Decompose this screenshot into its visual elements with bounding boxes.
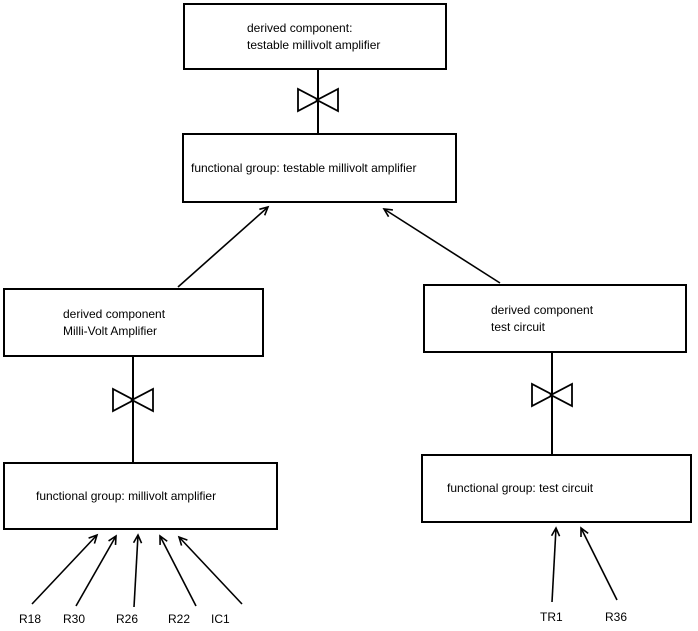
- arrow-r36: [580, 526, 618, 601]
- component-label-r36: R36: [605, 610, 628, 624]
- box-derived-millivolt-amplifier: derived component Milli-Volt Amplifier: [3, 288, 264, 357]
- box-text-line: functional group: millivolt amplifier: [36, 488, 217, 503]
- component-label-ic1: IC1: [211, 612, 230, 626]
- component-label-tr1: TR1: [540, 610, 563, 624]
- component-label-r22: R22: [168, 612, 191, 626]
- arrow-rightmid-to-fgtop: [382, 208, 501, 284]
- box-functional-group-testable-millivolt-amplifier: functional group: testable millivolt amp…: [182, 133, 457, 203]
- component-label-r18: R18: [19, 612, 42, 626]
- arrow-r18: [31, 533, 99, 605]
- box-functional-group-test-circuit: functional group: test circuit: [421, 454, 692, 523]
- arrow-r30: [75, 534, 117, 607]
- box-text-line: functional group: testable millivolt amp…: [191, 160, 417, 175]
- box-text-line: test circuit: [491, 319, 546, 334]
- box-text-line: derived component: [491, 302, 594, 317]
- box-text-line: derived component:: [247, 20, 353, 35]
- bowtie-icon-top: [297, 87, 339, 113]
- arrow-r26: [132, 533, 143, 608]
- box-derived-testable-millivolt-amplifier: derived component: testable millivolt am…: [183, 3, 447, 70]
- box-text-line: functional group: test circuit: [447, 481, 594, 495]
- arrow-ic1: [177, 535, 243, 605]
- component-label-r30: R30: [63, 612, 86, 626]
- box-derived-test-circuit: derived component test circuit: [423, 284, 687, 353]
- box-text-line: derived component: [63, 306, 166, 321]
- arrow-tr1: [550, 526, 561, 603]
- bowtie-icon-left: [112, 387, 154, 413]
- box-functional-group-millivolt-amplifier: functional group: millivolt amplifier: [3, 462, 278, 530]
- box-text-line: Milli-Volt Amplifier: [63, 323, 158, 338]
- component-label-r26: R26: [116, 612, 139, 626]
- box-text-line: testable millivolt amplifier: [247, 37, 381, 52]
- arrow-leftmid-to-fgtop: [177, 205, 270, 288]
- arrow-r22: [159, 534, 197, 607]
- bowtie-icon-right: [531, 382, 573, 408]
